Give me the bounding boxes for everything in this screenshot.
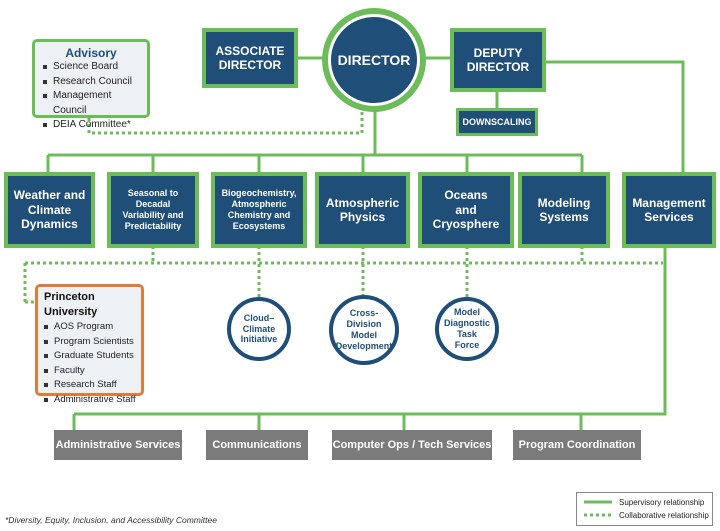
division-oceans-cryosphere: Oceans and Cryosphere [418,172,514,248]
deputy-director-box: DEPUTY DIRECTOR [450,28,546,92]
initiative-cloud-climate: Cloud–Climate Initiative [227,297,291,361]
list-item: AOS Program [44,320,141,335]
initiative-cross-division: Cross-Division Model Development [329,295,399,365]
division-label: Oceans and Cryosphere [432,188,500,232]
downscaling-box: DOWNSCALING [456,108,538,136]
princeton-list: AOS Program Program Scientists Graduate … [44,320,141,407]
service-label: Communications [212,439,302,451]
list-item: Faculty [44,364,141,379]
deputy-director-label: DEPUTY DIRECTOR [466,45,530,74]
division-label: Atmospheric Physics [325,195,400,224]
director-inner: DIRECTOR [328,14,420,106]
associate-director-box: ASSOCIATE DIRECTOR [202,28,298,88]
division-label: Weather and Climate Dynamics [13,188,86,232]
associate-director-label: ASSOCIATE DIRECTOR [215,43,285,72]
footnote: *Diversity, Equity, Inclusion, and Acces… [5,515,217,525]
division-biogeochemistry: Biogeochemistry, Atmospheric Chemistry a… [211,172,307,248]
initiative-label: Cross-Division Model Development [335,308,393,351]
supervisory-line [544,60,685,174]
list-item: Graduate Students [44,349,141,364]
downscaling-label: DOWNSCALING [462,116,532,127]
list-item: Management Council [43,89,147,118]
service-label: Program Coordination [518,439,636,451]
list-item: DEIA Committee* [43,118,147,133]
list-item: Program Scientists [44,335,141,350]
initiative-label: Cloud–Climate Initiative [240,312,278,345]
division-seasonal-decadal: Seasonal to Decadal Variability and Pred… [107,172,199,248]
collaborative-line [87,104,364,135]
legend-collaborative-label: Collaborative relationship [619,511,709,520]
division-label: Modeling Systems [537,195,591,224]
service-label: Administrative Services [55,439,181,451]
service-program-coordination: Program Coordination [513,430,641,460]
division-management-services: Management Services [622,172,716,248]
service-administrative-services: Administrative Services [54,430,182,460]
supervisory-line [74,246,667,416]
service-label: Computer Ops / Tech Services [332,439,492,451]
princeton-title: Princeton University [44,291,98,318]
division-label: Seasonal to Decadal Variability and Pred… [122,188,184,231]
division-label: Management Services [632,195,706,224]
list-item: Research Staff [44,378,141,393]
princeton-box: Princeton University AOS Program Program… [35,284,144,405]
director-label: DIRECTOR [337,52,411,68]
director-circle: DIRECTOR [322,8,426,112]
legend: Supervisory relationship Collaborative r… [576,492,713,526]
advisory-title: Advisory [65,46,117,60]
division-atmospheric-physics: Atmospheric Physics [315,172,410,248]
advisory-box: Advisory Science Board Research Council … [32,39,150,130]
advisory-list: Science Board Research Council Managemen… [43,60,147,133]
list-item: Science Board [43,60,147,75]
initiative-model-diagnostic: Model Diagnostic Task Force [435,297,499,361]
division-label: Biogeochemistry, Atmospheric Chemistry a… [221,188,297,231]
service-communications: Communications [206,430,308,460]
list-item: Administrative Staff [44,393,141,408]
service-computer-ops: Computer Ops / Tech Services [332,430,492,460]
division-weather-climate-dynamics: Weather and Climate Dynamics [4,172,95,248]
initiative-label: Model Diagnostic Task Force [444,307,491,350]
list-item: Research Council [43,75,147,90]
legend-supervisory-label: Supervisory relationship [619,498,705,507]
division-modeling-systems: Modeling Systems [518,172,610,248]
